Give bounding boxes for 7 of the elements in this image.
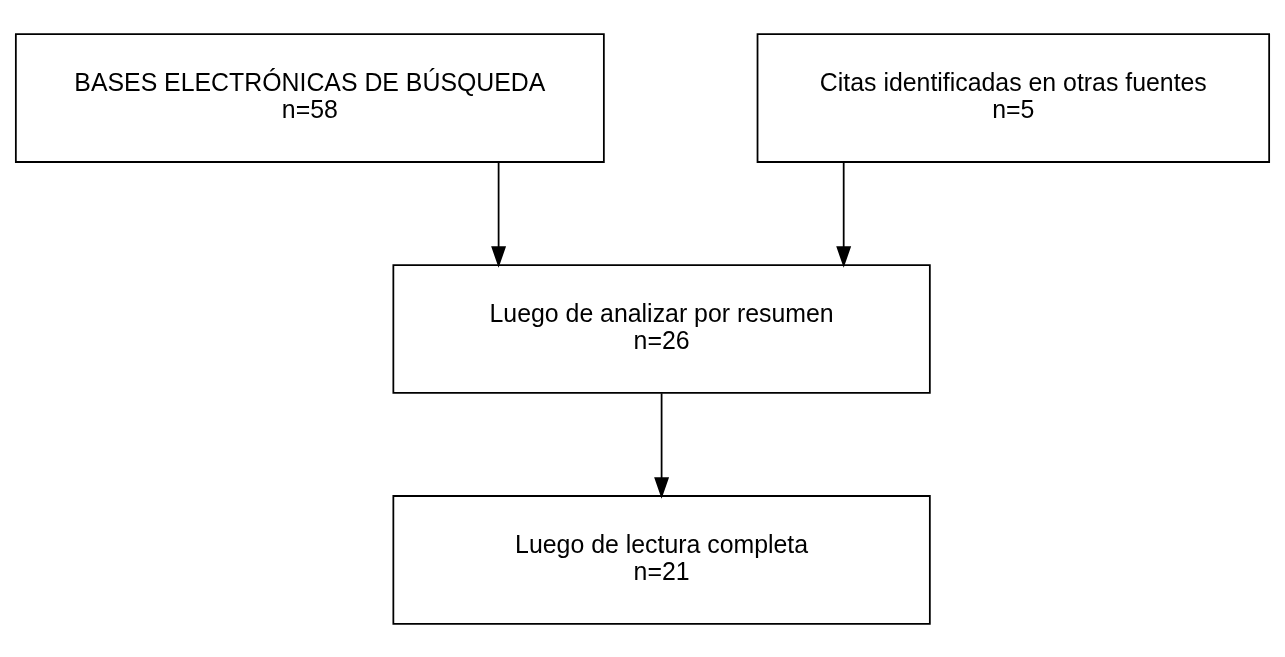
node-box: Luego de analizar por resumen n=26 [392, 263, 931, 394]
arrow [654, 391, 670, 499]
node-box: BASES ELECTRÓNICAS DE BÚSQUEDA n=58 [14, 32, 605, 163]
arrow [836, 161, 852, 268]
node-box: Luego de lectura completa n=21 [392, 494, 931, 625]
arrow [491, 161, 507, 268]
node-box: Citas identificadas en otras fuentes n=5 [756, 32, 1271, 163]
